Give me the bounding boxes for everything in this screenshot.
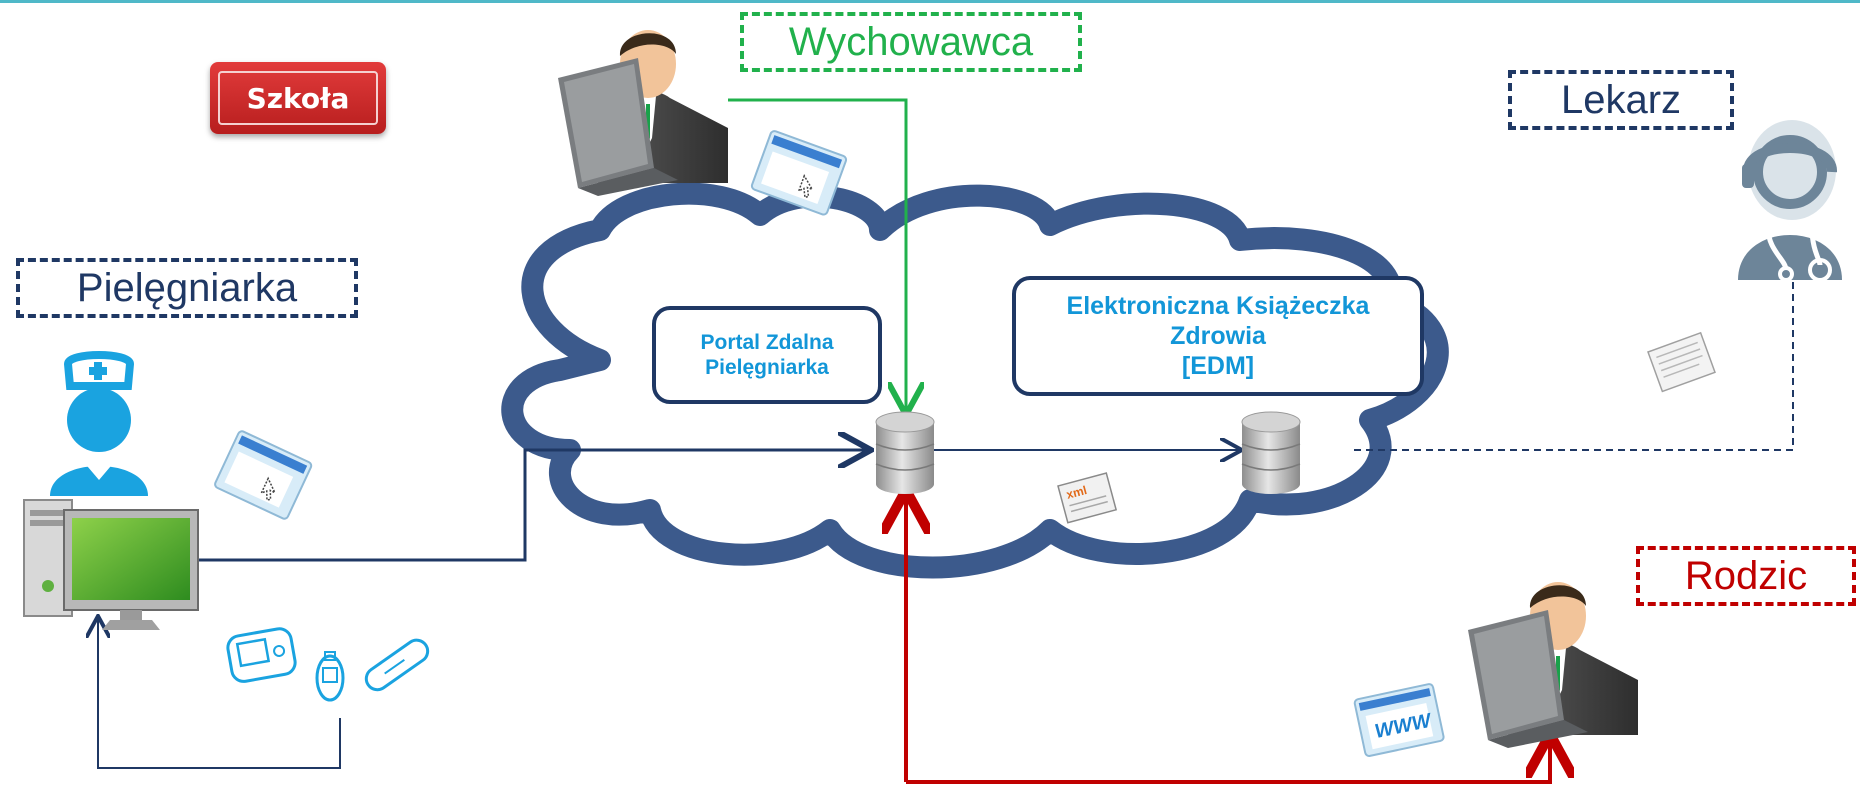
doctor-label: Lekarz — [1508, 70, 1734, 130]
medical-device-icon — [364, 638, 430, 692]
web-form-icon: WWW — [1353, 683, 1445, 757]
teacher-label: Wychowawca — [740, 12, 1082, 72]
document-icon — [1647, 331, 1716, 393]
teacher-laptop-icon — [558, 30, 728, 196]
database-icon — [875, 411, 935, 494]
nurse-label: Pielęgniarka — [16, 258, 358, 318]
top-accent-line — [0, 0, 1860, 3]
xml-document-icon: xml — [1057, 472, 1118, 524]
parent-laptop-icon — [1468, 582, 1638, 748]
database-icon — [1241, 411, 1301, 494]
nurse-to-portal-connector — [172, 450, 868, 562]
doctor-icon — [1738, 120, 1842, 282]
medical-device-icon — [226, 627, 297, 683]
nurse-icon — [50, 351, 148, 496]
edm-line-3: [EDM] — [1181, 352, 1255, 380]
devices-to-computer-connector — [98, 618, 341, 769]
edm-box: Elektroniczna Książeczka Zdrowia [EDM] — [1012, 276, 1424, 396]
edm-line-2: Zdrowia — [1170, 322, 1266, 350]
portal-box: Portal Zdalna Pielęgniarka — [652, 306, 882, 404]
cloud-shape — [501, 182, 1449, 579]
portal-line-1: Portal Zdalna — [700, 330, 834, 354]
portal-to-parent-connector — [906, 738, 1550, 784]
computer-icon — [23, 499, 199, 630]
doctor-to-edm-connector — [1350, 282, 1794, 451]
edm-line-1: Elektroniczna Książeczka — [1066, 292, 1370, 320]
web-form-icon — [750, 130, 848, 216]
web-form-icon — [214, 430, 313, 520]
portal-line-2: Pielęgniarka — [705, 356, 829, 379]
medical-device-icon — [315, 651, 345, 702]
school-label: Szkoła — [218, 71, 378, 125]
parent-label: Rodzic — [1636, 546, 1856, 606]
school-button: Szkoła — [210, 62, 386, 134]
xml-label: xml — [1065, 483, 1089, 502]
teacher-to-portal-connector — [728, 98, 906, 412]
